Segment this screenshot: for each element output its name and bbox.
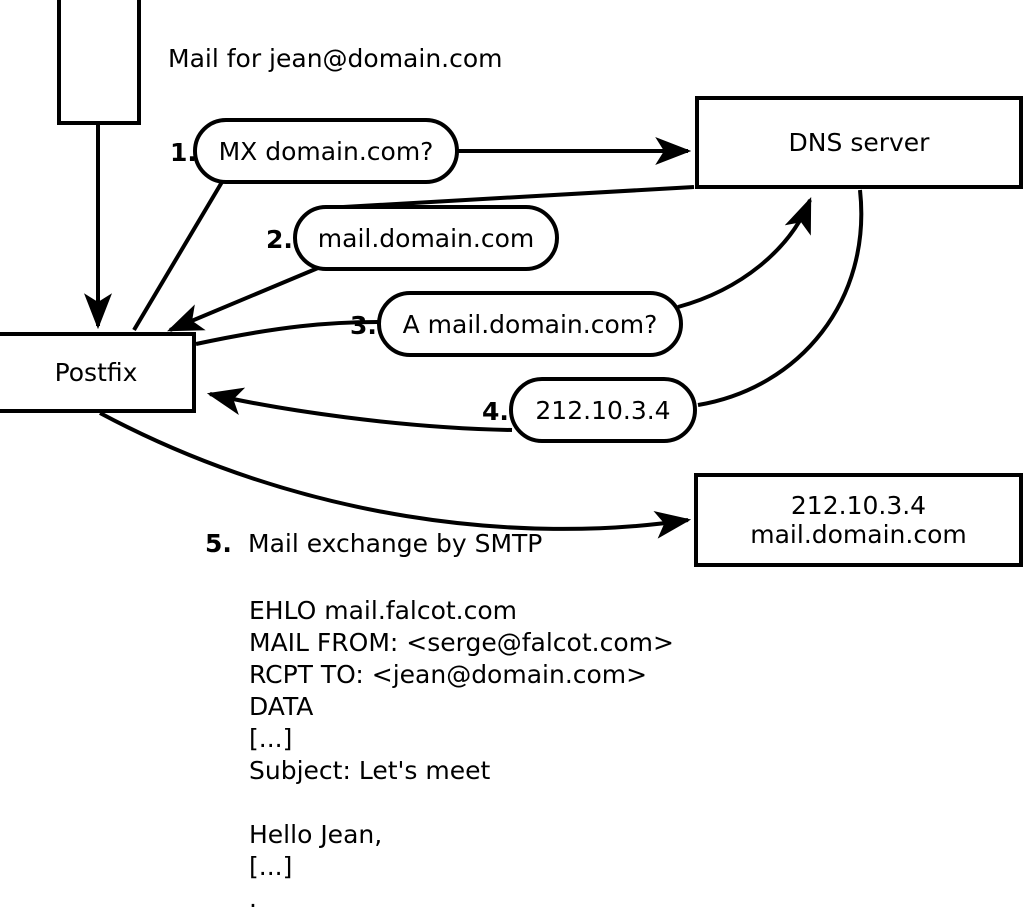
message-bubble-mx-answer-label: mail.domain.com (317, 223, 535, 253)
step-number-3: 3. (350, 311, 377, 340)
message-bubble-mx-query: MX domain.com? (193, 118, 459, 184)
client-box (57, 0, 141, 125)
message-bubble-a-query-label: A mail.domain.com? (402, 309, 658, 339)
connector-step4-to-postfix (206, 387, 513, 432)
message-bubble-mx-query-label: MX domain.com? (218, 136, 434, 166)
connector-dns-to-step4 (697, 189, 864, 407)
transcript-blank-line (249, 787, 674, 819)
step-5-row: 5. Mail exchange by SMTP (205, 529, 542, 558)
transcript-line: [...] (249, 724, 293, 753)
message-bubble-a-query: A mail.domain.com? (377, 291, 683, 357)
mail-host-box: 212.10.3.4 mail.domain.com (694, 473, 1023, 567)
transcript-line: RCPT TO: <jean@domain.com> (249, 660, 648, 689)
connector-postfix-to-step1 (132, 180, 224, 332)
mail-for-caption: Mail for jean@domain.com (168, 44, 503, 73)
mail-host-hostname: mail.domain.com (750, 520, 967, 549)
mail-host-ip: 212.10.3.4 (790, 490, 927, 520)
connector-step2-to-postfix (167, 266, 319, 332)
transcript-line: EHLO mail.falcot.com (249, 596, 518, 625)
dns-server-box: DNS server (695, 96, 1023, 189)
transcript-line: Subject: Let's meet (249, 756, 491, 785)
connector-postfix-to-step3 (195, 320, 379, 346)
message-bubble-a-answer-label: 212.10.3.4 (535, 395, 671, 425)
connector-postfix-to-mailhost (99, 411, 692, 539)
dns-server-label: DNS server (788, 127, 930, 157)
transcript-line: [...] (249, 852, 293, 881)
step-5-label: Mail exchange by SMTP (248, 529, 543, 558)
transcript-line: DATA (249, 692, 314, 721)
message-bubble-a-answer: 212.10.3.4 (509, 377, 697, 443)
connector-step3-to-dns (677, 197, 812, 309)
step-number-5: 5. (205, 529, 232, 558)
transcript-line: . (249, 884, 257, 913)
transcript-line: MAIL FROM: <serge@falcot.com> (249, 628, 674, 657)
postfix-label: Postfix (54, 357, 138, 387)
postfix-box: Postfix (0, 332, 196, 413)
step-number-2: 2. (266, 225, 293, 254)
transcript-line: Hello Jean, (249, 820, 383, 849)
message-bubble-mx-answer: mail.domain.com (293, 205, 559, 271)
step-number-1: 1. (170, 138, 197, 167)
step-number-4: 4. (482, 397, 509, 426)
